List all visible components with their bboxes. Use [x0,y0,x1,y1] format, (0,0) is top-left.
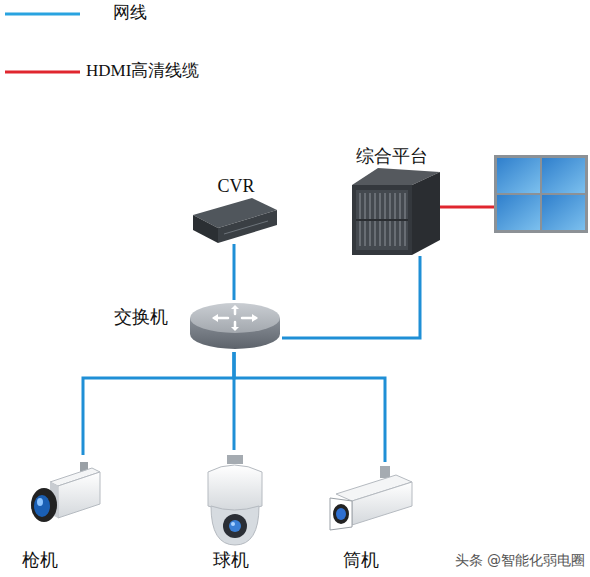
cvr-node: CVR [190,174,282,244]
device-label: 筒机 [343,550,379,572]
dome-camera-node: 球机 [198,450,270,573]
legend-text: 网线 [113,3,147,23]
network-cable [282,256,420,338]
legend-text: HDMI高清线缆 [86,61,199,81]
cvr-device [193,198,277,243]
device-label: CVR [217,176,254,198]
platform-node: 综合平台 [340,146,444,256]
hdmi-cable [440,206,497,209]
device-label: 交换机 [114,307,168,329]
bullet-camera [330,466,412,530]
watermark: 头条 @智能化弱电圈 [455,552,585,569]
dome-camera [208,455,262,545]
device-label: 综合平台 [356,146,428,168]
gun-camera [31,462,100,522]
legend-line-red [5,71,80,74]
device-label: 枪机 [22,550,58,572]
gun-camera-node: 枪机 [18,455,108,573]
device-label: 球机 [213,550,249,572]
legend-line-blue [5,13,80,16]
network-cable [233,244,236,300]
switch-node: 交换机 [110,300,282,352]
network-cable [83,352,234,455]
video-wall [494,155,588,233]
platform-cabinet [352,168,440,255]
bullet-camera-node: 筒机 [326,462,416,573]
switch-device [190,303,280,349]
network-cable [234,352,385,462]
